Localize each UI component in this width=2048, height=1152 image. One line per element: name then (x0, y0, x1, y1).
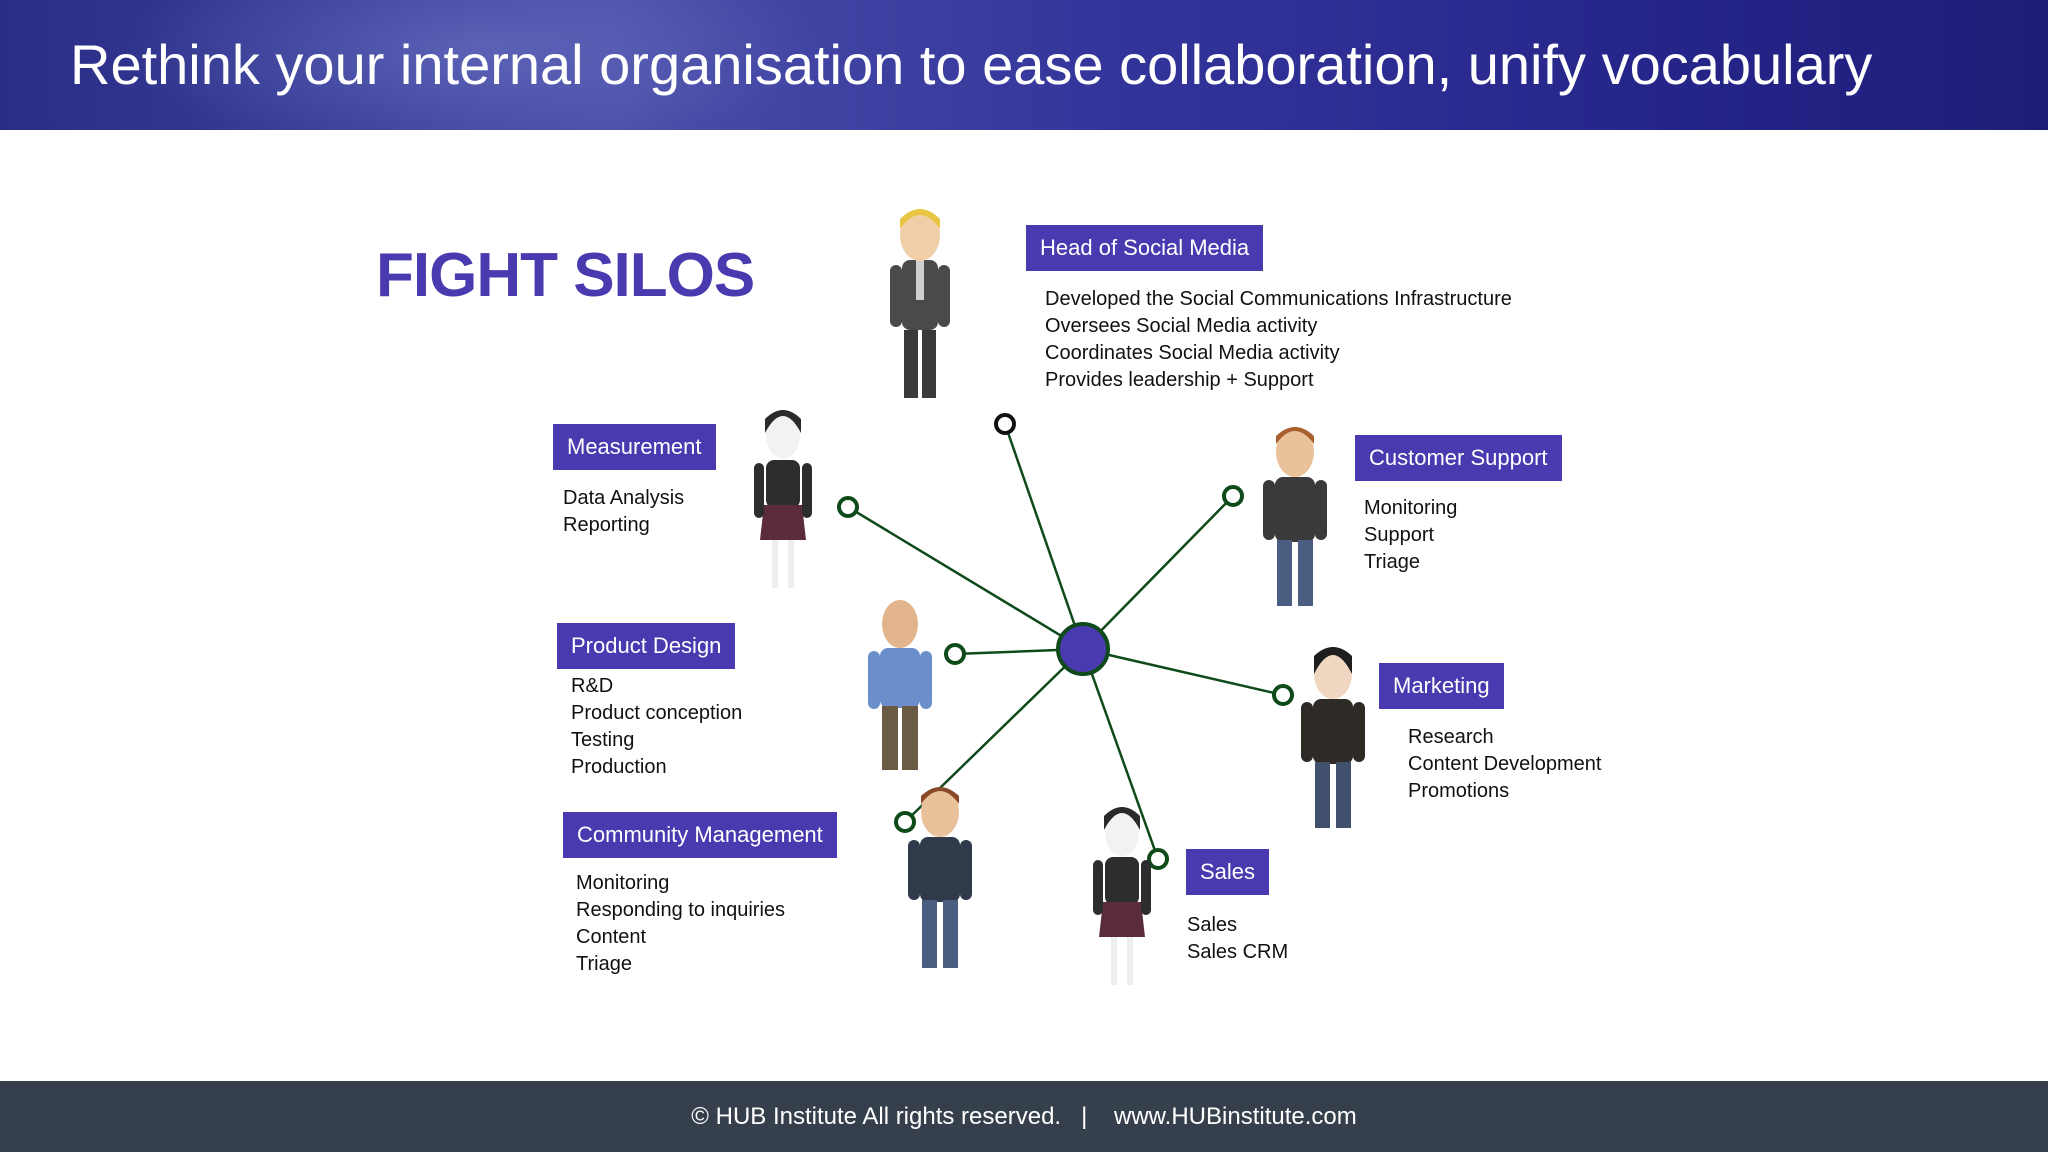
role-desc-measurement: Data Analysis Reporting (563, 485, 684, 539)
role-label-marketing: Marketing (1379, 663, 1504, 709)
role-item: Product conception (571, 702, 743, 724)
avatar-customer-support (1263, 427, 1327, 606)
node-product-design (944, 643, 966, 665)
footer-copyright: © HUB Institute All rights reserved. | w… (691, 1103, 1357, 1130)
slide-header: Rethink your internal organisation to ea… (0, 0, 2048, 130)
role-item: Sales CRM (1187, 941, 1289, 963)
role-item: Provides leadership + Support (1045, 369, 1314, 391)
hub-node (1056, 622, 1110, 676)
role-desc-customer-support: Monitoring Support Triage (1364, 495, 1457, 576)
slide-title: Rethink your internal organisation to ea… (70, 33, 1873, 96)
role-item: Responding to inquiries (576, 899, 786, 921)
header-glow (120, 0, 820, 130)
role-item: Monitoring (576, 872, 670, 894)
role-item: Content Development (1408, 753, 1602, 775)
role-label-product-design: Product Design (557, 623, 736, 669)
role-desc-marketing: Research Content Development Promotions (1408, 724, 1601, 805)
role-label-community-management: Community Management (563, 812, 837, 858)
role-item: Testing (571, 729, 635, 751)
role-item: Reporting (563, 514, 650, 536)
role-item: Support (1364, 524, 1435, 546)
role-item: Promotions (1408, 780, 1510, 802)
role-item: Triage (576, 953, 632, 975)
avatar-marketing (1301, 647, 1365, 828)
role-item: Research (1408, 726, 1494, 748)
role-item: Content (576, 926, 647, 948)
role-item: Monitoring (1364, 497, 1458, 519)
avatar-head-of-social-media (890, 209, 950, 398)
role-item: Developed the Social Communications Infr… (1045, 288, 1512, 310)
node-customer-support (1222, 485, 1244, 507)
role-item: Triage (1364, 551, 1420, 573)
role-item: Coordinates Social Media activity (1045, 342, 1340, 364)
role-item: Production (571, 756, 667, 778)
spoke-head-of-social-media (1003, 423, 1085, 650)
role-desc-product-design: R&D Product conception Testing Productio… (571, 673, 742, 781)
role-item: Sales (1187, 914, 1238, 936)
role-item: Data Analysis (563, 487, 685, 509)
node-head-of-social-media (994, 413, 1016, 435)
node-measurement (837, 496, 859, 518)
role-desc-head-of-social-media: Developed the Social Communications Infr… (1045, 286, 1512, 394)
node-marketing (1272, 684, 1294, 706)
role-label-head-of-social-media: Head of Social Media (1026, 225, 1264, 271)
avatar-measurement (754, 410, 812, 588)
role-item: Oversees Social Media activity (1045, 315, 1318, 337)
role-desc-community-management: Monitoring Responding to inquiries Conte… (576, 870, 785, 978)
node-sales (1147, 848, 1169, 870)
avatar-community-management (908, 787, 972, 968)
role-desc-sales: Sales Sales CRM (1187, 912, 1288, 966)
avatar-sales (1093, 807, 1151, 985)
role-label-customer-support: Customer Support (1355, 435, 1562, 481)
spoke-customer-support (1082, 495, 1234, 650)
node-community-management (894, 811, 916, 833)
role-item: R&D (571, 675, 614, 697)
avatar-product-design (868, 600, 932, 770)
spoke-sales (1081, 648, 1160, 860)
role-label-measurement: Measurement (553, 424, 716, 470)
spoke-marketing (1082, 647, 1284, 697)
role-label-sales: Sales (1186, 849, 1270, 895)
spoke-measurement (847, 505, 1084, 651)
fight-silos-heading: FIGHT SILOS (376, 241, 755, 310)
slide-footer: © HUB Institute All rights reserved. | w… (0, 1081, 2048, 1152)
